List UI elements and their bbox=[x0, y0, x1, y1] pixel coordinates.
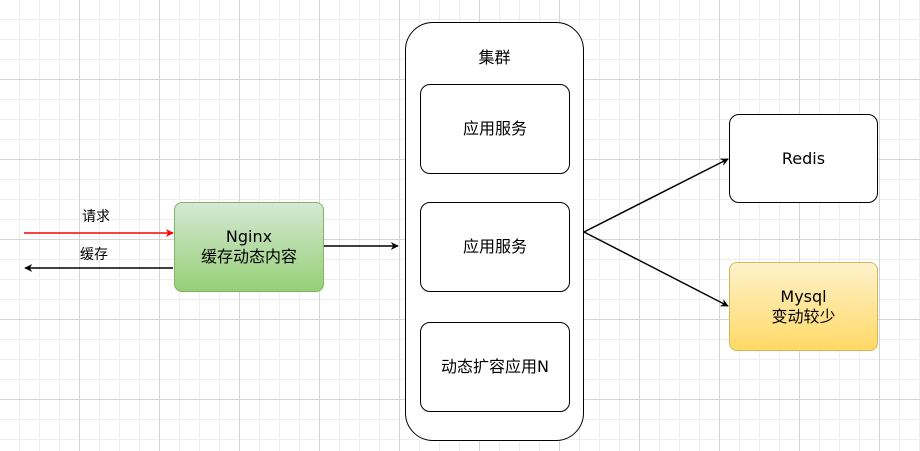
cache-edge-label: 缓存 bbox=[80, 247, 108, 263]
cluster-to-mysql-arrow bbox=[583, 231, 729, 307]
nginx-title: Nginx bbox=[225, 227, 273, 246]
service-node-2[interactable]: 应用服务 bbox=[420, 202, 570, 292]
service-label: 动态扩容应用N bbox=[441, 357, 549, 376]
service-label: 应用服务 bbox=[462, 237, 527, 256]
service-node-n[interactable]: 动态扩容应用N bbox=[420, 322, 570, 412]
nginx-subtitle: 缓存动态内容 bbox=[200, 247, 297, 266]
service-label: 应用服务 bbox=[462, 119, 527, 138]
mysql-title: Mysql bbox=[780, 286, 827, 306]
mysql-node[interactable]: Mysql 变动较少 bbox=[729, 262, 878, 351]
cluster-title: 集群 bbox=[478, 48, 511, 67]
nginx-node[interactable]: Nginx 缓存动态内容 bbox=[174, 202, 324, 292]
cluster-to-redis-arrow bbox=[583, 158, 729, 233]
service-node-1[interactable]: 应用服务 bbox=[420, 84, 570, 174]
redis-node[interactable]: Redis bbox=[729, 114, 878, 203]
redis-label: Redis bbox=[781, 148, 826, 168]
mysql-subtitle: 变动较少 bbox=[771, 306, 836, 326]
request-edge-label: 请求 bbox=[82, 209, 110, 225]
